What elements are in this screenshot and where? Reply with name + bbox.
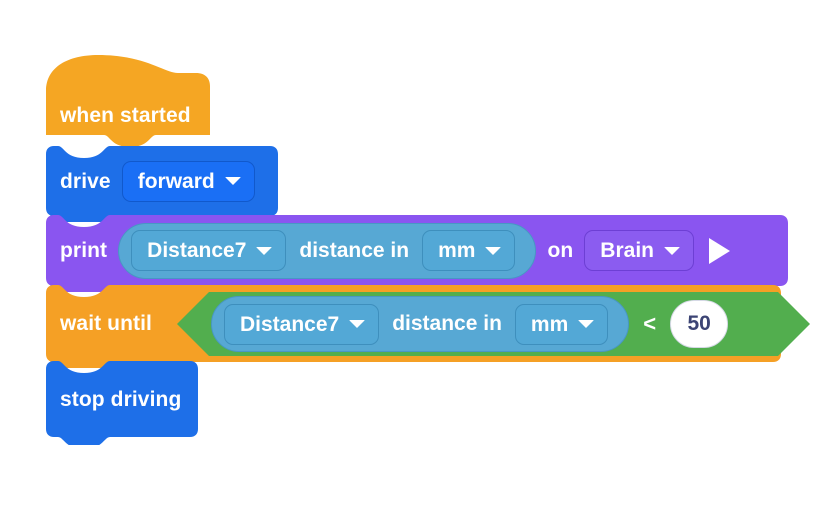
- block-drive[interactable]: drive forward: [46, 146, 278, 222]
- chevron-down-icon: [663, 246, 680, 255]
- block-stop-driving[interactable]: stop driving: [46, 361, 198, 445]
- print-distance-in-label: distance in: [299, 238, 410, 262]
- chevron-down-icon: [349, 320, 366, 328]
- chevron-down-icon: [578, 320, 595, 328]
- chevron-down-icon: [256, 246, 273, 255]
- play-arrow-icon[interactable]: [708, 237, 730, 264]
- comparison-value-input[interactable]: 50: [670, 300, 729, 348]
- chevron-down-icon: [224, 177, 241, 185]
- when-started-shape: [46, 55, 210, 147]
- drive-direction-value: forward: [137, 169, 215, 193]
- wait-distance-reporter[interactable]: Distance7 distance in mm: [211, 296, 630, 352]
- stop-driving-label: stop driving: [60, 388, 182, 411]
- wait-sensor-value: Distance7: [240, 312, 340, 336]
- print-label: print: [60, 239, 108, 262]
- wait-unit-dropdown[interactable]: mm: [514, 303, 609, 345]
- drive-direction-dropdown[interactable]: forward: [121, 160, 255, 202]
- wait-distance-in-label: distance in: [392, 312, 502, 335]
- print-target-value: Brain: [600, 239, 654, 262]
- wait-until-label: wait until: [60, 312, 152, 335]
- print-unit-value: mm: [438, 239, 476, 262]
- chevron-down-icon: [485, 246, 502, 255]
- print-target-dropdown[interactable]: Brain: [584, 230, 694, 271]
- boolean-comparison-block[interactable]: Distance7 distance in mm < 50: [177, 292, 810, 356]
- when-started-label: when started: [60, 104, 191, 127]
- print-distance-reporter[interactable]: Distance7 distance in mm: [118, 222, 537, 279]
- wait-sensor-dropdown[interactable]: Distance7: [224, 303, 380, 345]
- comparison-operator: <: [643, 311, 657, 336]
- print-sensor-value: Distance7: [147, 239, 247, 262]
- stop-driving-shape: [46, 361, 198, 445]
- block-wait-until[interactable]: wait until Distance7 distance in mm: [46, 285, 810, 368]
- print-sensor-dropdown[interactable]: Distance7: [131, 230, 287, 271]
- print-unit-dropdown[interactable]: mm: [422, 230, 516, 271]
- print-on-label: on: [547, 239, 574, 262]
- drive-label: drive: [60, 169, 111, 193]
- block-print[interactable]: print Distance7 distance in mm on Brain: [46, 215, 788, 292]
- wait-unit-value: mm: [530, 312, 569, 336]
- block-when-started[interactable]: when started: [46, 55, 210, 147]
